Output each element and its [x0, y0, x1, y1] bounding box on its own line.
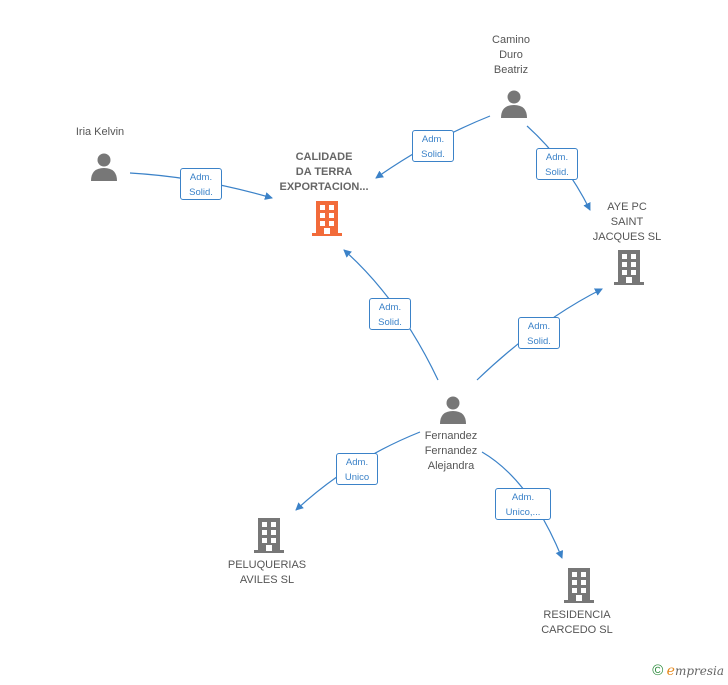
node-label-iria[interactable]: Iria Kelvin	[75, 126, 125, 138]
role-badge-iria-calidade[interactable]: Adm. Solid.	[180, 168, 222, 200]
node-label-camino[interactable]: Camino Duro Beatriz	[492, 34, 530, 76]
role-badge-fernandez-calidade[interactable]: Adm. Solid.	[369, 298, 411, 330]
node-label-peluquerias[interactable]: PELUQUERIAS AVILES SL	[227, 559, 307, 586]
role-badge-camino-calidade[interactable]: Adm. Solid.	[412, 130, 454, 162]
building-icon-aye[interactable]	[613, 250, 645, 286]
node-label-fernandez[interactable]: Fernandez Fernandez Alejandra	[424, 430, 478, 472]
copyright-icon: ©	[652, 662, 664, 679]
person-icon-fernandez[interactable]	[438, 394, 468, 424]
brand-name: mpresia	[674, 664, 724, 678]
node-label-calidade[interactable]: CALIDADE DA TERRA EXPORTACION...	[279, 151, 369, 193]
role-badge-fernandez-aye[interactable]: Adm. Solid.	[518, 317, 560, 349]
node-label-residencia[interactable]: RESIDENCIA CARCEDO SL	[541, 609, 613, 636]
building-icon-peluquerias[interactable]	[253, 518, 285, 554]
role-badge-fernandez-peluquerias[interactable]: Adm. Unico	[336, 453, 378, 485]
building-icon-residencia[interactable]	[563, 568, 595, 604]
building-icon-calidade[interactable]	[311, 201, 343, 237]
node-label-aye[interactable]: AYE PC SAINT JACQUES SL	[592, 201, 662, 243]
brand-initial: e	[666, 663, 675, 679]
role-badge-fernandez-residencia[interactable]: Adm. Unico,...	[495, 488, 551, 520]
person-icon-camino[interactable]	[499, 88, 529, 118]
brand-logo: © empresia	[652, 662, 724, 679]
person-icon-iria[interactable]	[89, 151, 119, 181]
role-badge-camino-aye[interactable]: Adm. Solid.	[536, 148, 578, 180]
